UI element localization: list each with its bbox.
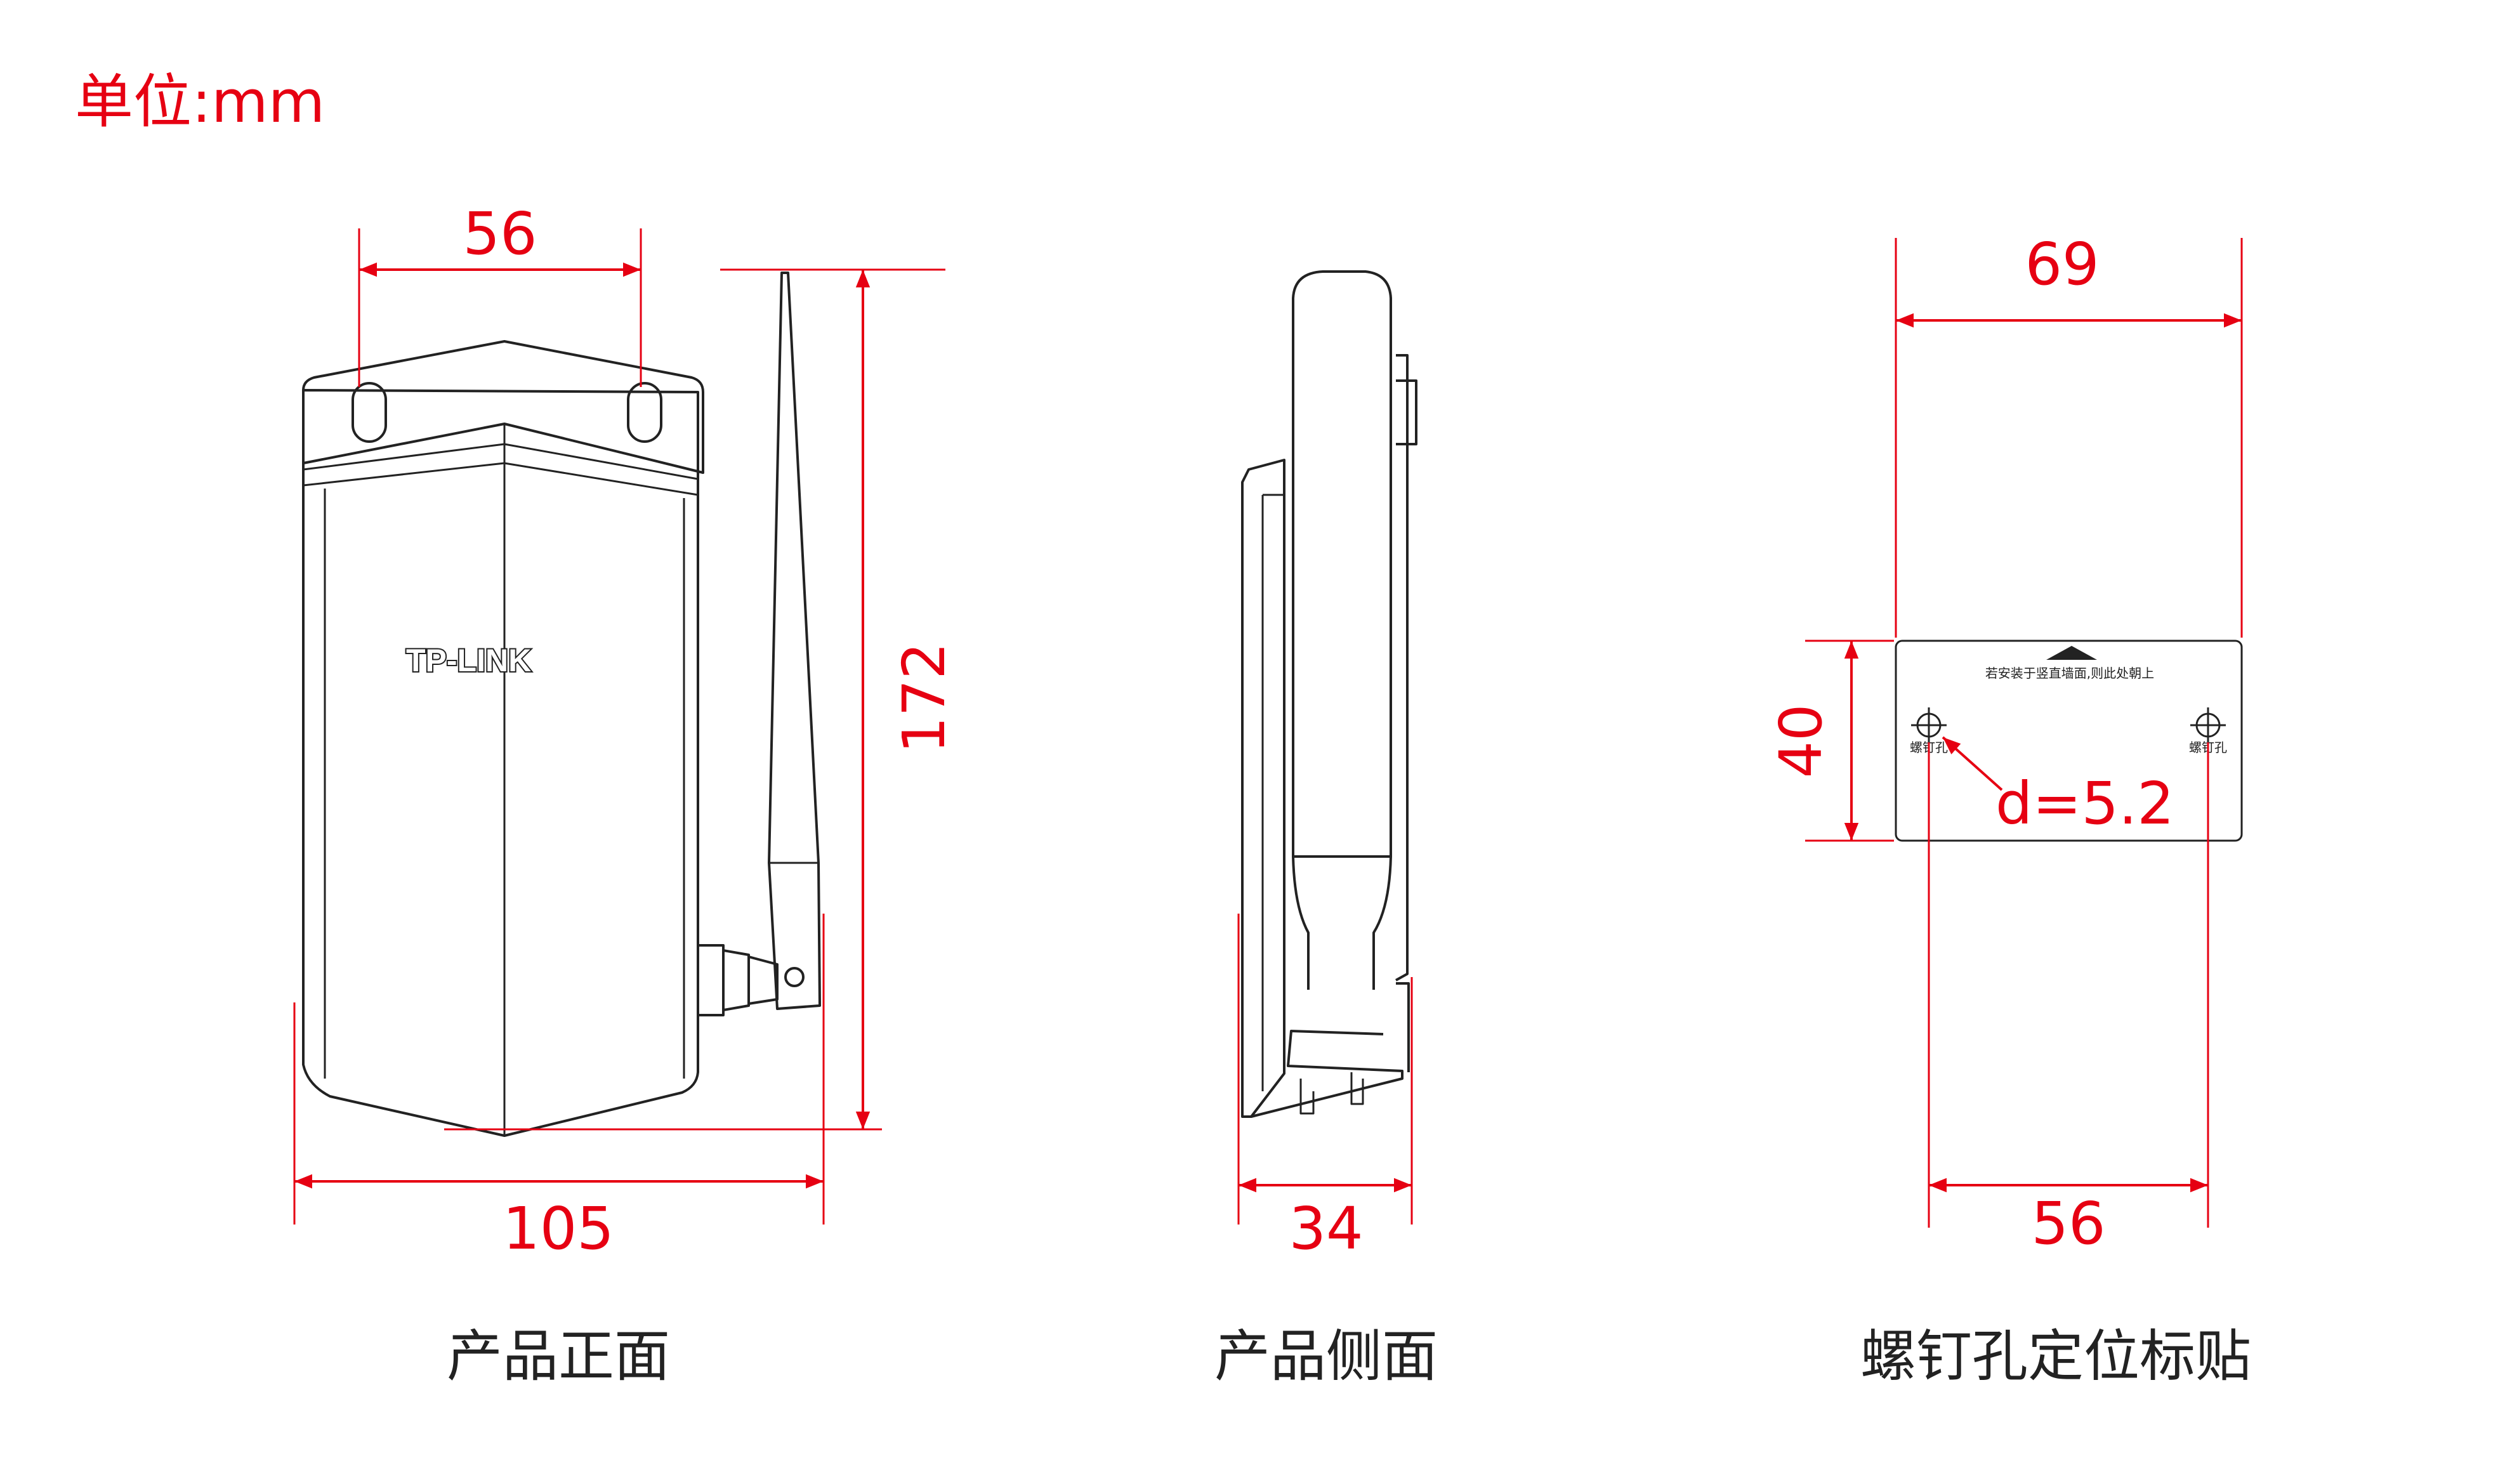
- side-base: [1251, 1030, 1403, 1118]
- side-antenna: [1292, 270, 1392, 858]
- front-view: TP-LINK 56 172 105 产品正面: [293, 200, 958, 1389]
- template-sticker-note: 若安装于竖直墙面,则此处朝上: [1985, 666, 2154, 681]
- side-view-caption: 产品侧面: [1214, 1323, 1438, 1389]
- brand-logo-text: TP-LINK: [406, 643, 531, 678]
- side-antenna-neck: [1292, 856, 1392, 990]
- template-diameter-leader: [1942, 736, 2003, 791]
- template-view: 若安装于竖直墙面,则此处朝上 螺钉孔 螺钉孔 d=5.2 69 40: [1767, 230, 2251, 1389]
- side-view: 34 产品侧面: [1214, 270, 1438, 1389]
- front-antenna-connector: [697, 944, 805, 1066]
- front-bottom-width-dim: 105: [503, 1195, 614, 1263]
- front-keyhole-right: [627, 382, 662, 443]
- front-cap-inner-line: [303, 443, 699, 480]
- side-base-feet: [1299, 1072, 1364, 1115]
- front-keyhole-left: [352, 382, 387, 443]
- unit-label: 单位:mm: [75, 68, 325, 136]
- template-sticker: [1895, 640, 2243, 842]
- side-depth-dim: 34: [1289, 1195, 1363, 1263]
- template-top-width-dim: 69: [2025, 230, 2099, 298]
- front-top-width-dim: 56: [463, 200, 537, 268]
- front-top-cap: [302, 340, 704, 474]
- side-bracket: [1395, 354, 1417, 1072]
- front-view-caption: 产品正面: [447, 1323, 670, 1389]
- template-left-hole: [1911, 707, 1947, 743]
- template-right-hole: [2190, 707, 2226, 743]
- template-height-dim: 40: [1767, 704, 1835, 778]
- template-hole-spacing-dim: 56: [2031, 1190, 2105, 1257]
- front-antenna: [768, 272, 821, 1010]
- front-height-dim: 172: [890, 642, 958, 754]
- template-hole-diameter-dim: d=5.2: [1995, 770, 2174, 837]
- template-up-arrow-icon: [2046, 646, 2097, 660]
- template-view-caption: 螺钉孔定位标贴: [1860, 1323, 2251, 1389]
- front-body-outline: [302, 389, 699, 1137]
